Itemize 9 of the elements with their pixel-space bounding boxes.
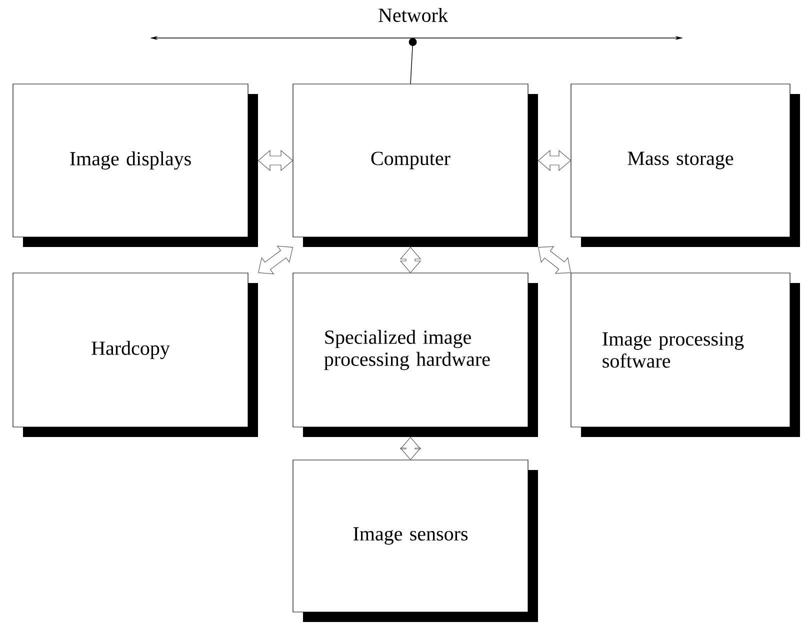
process-box: Image processing software	[570, 272, 800, 437]
process-box: Image displays	[12, 84, 258, 247]
connector-line	[408, 38, 417, 84]
process-box: Mass storage	[570, 84, 800, 247]
process-box: Hardcopy	[12, 272, 258, 437]
network-label: Network	[378, 8, 448, 22]
process-box: Image sensors	[292, 460, 538, 622]
process-box: Computer	[292, 84, 538, 247]
process-box: Specialized image processing hardware	[292, 272, 538, 437]
